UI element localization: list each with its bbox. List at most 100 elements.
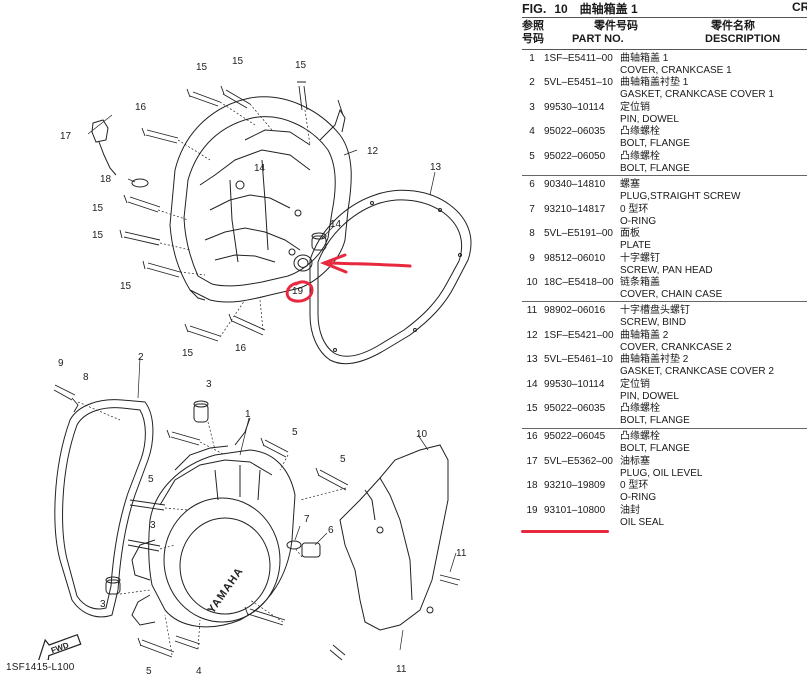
- red-annotation: [285, 253, 412, 303]
- callout-18: 18: [100, 174, 112, 185]
- description-en: OIL SEAL: [620, 516, 665, 528]
- group-separator: [522, 428, 807, 429]
- description-cn: 十字螺钉: [620, 253, 660, 264]
- ref-number: 5: [529, 151, 535, 162]
- bolts: [53, 81, 461, 661]
- ref-number: 18: [526, 480, 538, 491]
- part-number: 93210–14817: [544, 204, 606, 215]
- callout-15: 15: [120, 281, 132, 292]
- callout-14: 14: [254, 163, 266, 174]
- ref-number: 4: [529, 126, 535, 137]
- part-number: 93101–10800: [544, 505, 606, 516]
- callout-10: 10: [416, 429, 428, 440]
- drawing-code: 1SF1415-L100: [6, 662, 75, 673]
- part-number: 1SF–E5411–00: [544, 53, 613, 64]
- fig-label: FIG.: [522, 2, 547, 16]
- header-rule-top: [522, 17, 807, 18]
- description-en: GASKET, CRANKCASE COVER 1: [620, 88, 774, 100]
- description-en: SCREW, PAN HEAD: [620, 264, 713, 276]
- callout-1: 1: [245, 409, 251, 420]
- callout-14: 14: [330, 219, 342, 230]
- callout-5: 5: [146, 666, 152, 677]
- description-cn: 0 型环: [620, 204, 649, 215]
- description-en: BOLT, FLANGE: [620, 442, 690, 454]
- callout-3: 3: [206, 379, 212, 390]
- ref-number: 2: [529, 77, 535, 88]
- callout-labels: 15 15 15 16 17 14 12 18 15 14 13 15 15 1…: [58, 56, 467, 677]
- ref-number: 17: [526, 456, 538, 467]
- callout-17: 17: [60, 131, 72, 142]
- part-number: 1SF–E5421–00: [544, 330, 614, 341]
- callout-9: 9: [58, 358, 64, 369]
- ref-number: 8: [529, 228, 535, 239]
- description-cn: 链条箱盖: [620, 277, 660, 288]
- part-number: 18C–E5418–00: [544, 277, 614, 288]
- crankcase-cover-2: [169, 96, 352, 303]
- part-number: 5VL–E5451–10: [544, 77, 613, 88]
- red-circle-icon: [285, 280, 314, 303]
- ref-number: 3: [529, 102, 535, 113]
- description-en: PIN, DOWEL: [620, 113, 679, 125]
- callout-19: 19: [292, 286, 304, 297]
- description-cn: 螺塞: [620, 179, 640, 190]
- description-en: O-RING: [620, 215, 657, 227]
- red-arrow-icon: [328, 261, 412, 268]
- callout-15: 15: [295, 60, 307, 71]
- header-rule-bottom: [522, 49, 807, 50]
- ref-number: 13: [526, 354, 538, 365]
- description-cn: 凸缘螺栓: [620, 151, 660, 162]
- red-underline-annotation: [521, 530, 609, 533]
- ref-number: 16: [526, 431, 538, 442]
- ref-number: 15: [526, 403, 538, 414]
- part-number: 95022–06035: [544, 126, 606, 137]
- description-en: COVER, CRANKCASE 2: [620, 341, 732, 353]
- description-en: O-RING: [620, 491, 657, 503]
- description-cn: 曲轴箱盖衬垫 1: [620, 77, 689, 88]
- callout-2: 2: [138, 352, 144, 363]
- description-cn: 曲轴箱盖 2: [620, 330, 669, 341]
- part-number: 98902–06016: [544, 305, 606, 316]
- description-cn: 面板: [620, 228, 640, 239]
- description-en: COVER, CHAIN CASE: [620, 288, 723, 300]
- group-separator: [522, 301, 807, 302]
- ref-number: 9: [529, 253, 535, 264]
- callout-15: 15: [92, 230, 104, 241]
- callout-15: 15: [232, 56, 244, 67]
- part-number: 99530–10114: [544, 379, 605, 390]
- callout-11: 11: [456, 548, 467, 559]
- diagram-canvas: YAMAHA: [53, 56, 472, 677]
- callout-3: 3: [100, 599, 106, 610]
- callout-7: 7: [304, 514, 310, 525]
- fwd-label: FWD: [50, 641, 70, 656]
- callout-13: 13: [430, 162, 442, 173]
- description-cn: 凸缘螺栓: [620, 403, 660, 414]
- part-number: 5VL–E5461–10: [544, 354, 613, 365]
- ref-number: 6: [529, 179, 535, 190]
- description-en: BOLT, FLANGE: [620, 414, 690, 426]
- callout-15: 15: [92, 203, 104, 214]
- part-number: 95022–06050: [544, 151, 606, 162]
- description-en: SCREW, BIND: [620, 316, 687, 328]
- description-en: COVER, CRANKCASE 1: [620, 64, 732, 76]
- callout-5: 5: [148, 474, 154, 485]
- part-no-header: 零件号码 PART NO.: [572, 20, 638, 45]
- description-en: GASKET, CRANKCASE COVER 2: [620, 365, 774, 377]
- description-en: BOLT, FLANGE: [620, 162, 690, 174]
- description-cn: 油封: [620, 505, 640, 516]
- exploded-parts-diagram: YAMAHA: [6, 56, 472, 677]
- fig-title: 曲轴箱盖 1: [579, 2, 638, 16]
- description-en: BOLT, FLANGE: [620, 137, 690, 149]
- gasket-crankcase-cover-1: [54, 399, 154, 618]
- description-cn: 0 型环: [620, 480, 649, 491]
- description-cn: 曲轴箱盖 1: [620, 53, 669, 64]
- callout-15: 15: [196, 62, 208, 73]
- description-cn: 十字槽盘头螺钉: [620, 305, 690, 316]
- gasket-crankcase-cover-2: [309, 189, 472, 365]
- callout-5: 5: [340, 454, 346, 465]
- ref-number: 7: [529, 204, 535, 215]
- description-cn: 凸缘螺栓: [620, 431, 660, 442]
- callout-6: 6: [328, 525, 334, 536]
- description-en: PLATE: [620, 239, 651, 251]
